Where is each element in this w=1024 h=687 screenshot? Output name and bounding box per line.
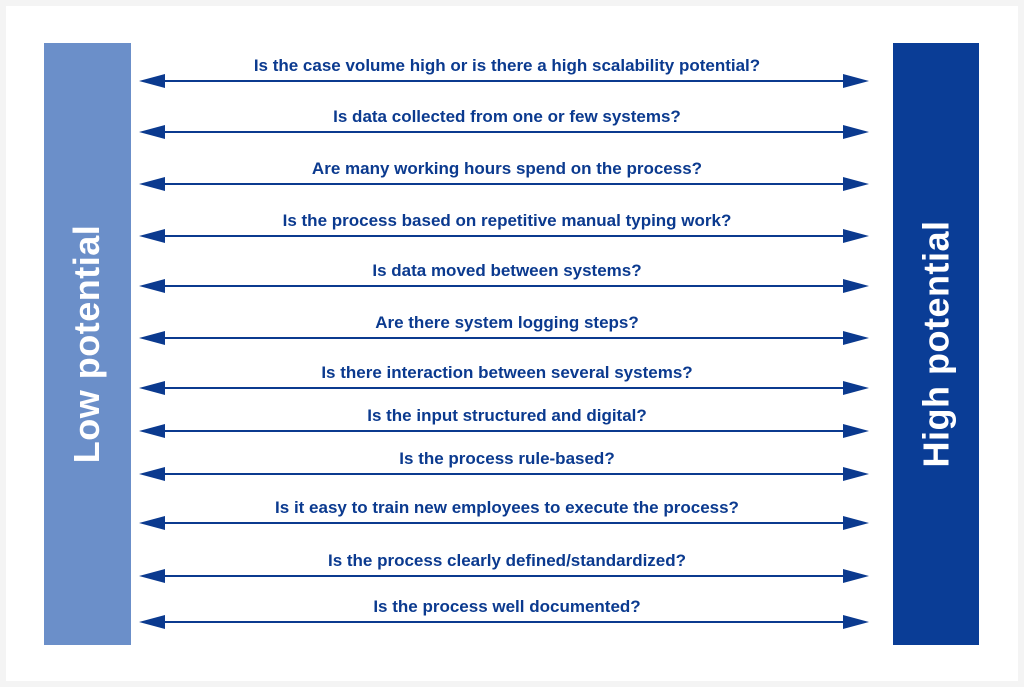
arrow-right-head xyxy=(843,424,869,438)
arrow-left-head xyxy=(139,279,165,293)
question-label: Are many working hours spend on the proc… xyxy=(311,159,703,178)
arrow-left-head xyxy=(139,516,165,530)
arrow-right-head xyxy=(843,381,869,395)
arrow-right-head xyxy=(843,615,869,629)
arrow-right-head xyxy=(843,177,869,191)
question-label: Is the case volume high or is there a hi… xyxy=(253,56,761,75)
question-label: Is the process well documented? xyxy=(373,597,641,616)
arrow-right-head xyxy=(843,125,869,139)
arrow-left-head xyxy=(139,331,165,345)
arrow-right-head xyxy=(843,467,869,481)
arrow-right-head xyxy=(843,279,869,293)
arrow-right-head xyxy=(843,229,869,243)
arrow-left-head xyxy=(139,569,165,583)
arrow-left-head xyxy=(139,229,165,243)
arrow-left-head xyxy=(139,74,165,88)
arrow-right-head xyxy=(843,74,869,88)
arrow-left-head xyxy=(139,125,165,139)
arrow-right-head xyxy=(843,569,869,583)
question-label: Is there interaction between several sys… xyxy=(321,363,693,382)
low-potential-bar: Low potential xyxy=(44,43,131,645)
arrow-right-head xyxy=(843,516,869,530)
question-label: Is the process based on repetitive manua… xyxy=(282,211,732,230)
question-label: Are there system logging steps? xyxy=(375,313,639,332)
arrow-right-head xyxy=(843,331,869,345)
arrow-left-head xyxy=(139,615,165,629)
question-label: Is the input structured and digital? xyxy=(367,406,647,425)
question-label: Is the process clearly defined/standardi… xyxy=(327,551,687,570)
arrow-left-head xyxy=(139,424,165,438)
diagram-card xyxy=(6,6,1018,681)
question-label: Is data collected from one or few system… xyxy=(333,107,681,126)
high-potential-bar: High potential xyxy=(893,43,979,645)
arrow-left-head xyxy=(139,381,165,395)
arrow-left-head xyxy=(139,467,165,481)
question-label: Is it easy to train new employees to exe… xyxy=(275,498,739,517)
arrow-left-head xyxy=(139,177,165,191)
question-label: Is the process rule-based? xyxy=(399,449,615,468)
question-label: Is data moved between systems? xyxy=(372,261,642,280)
